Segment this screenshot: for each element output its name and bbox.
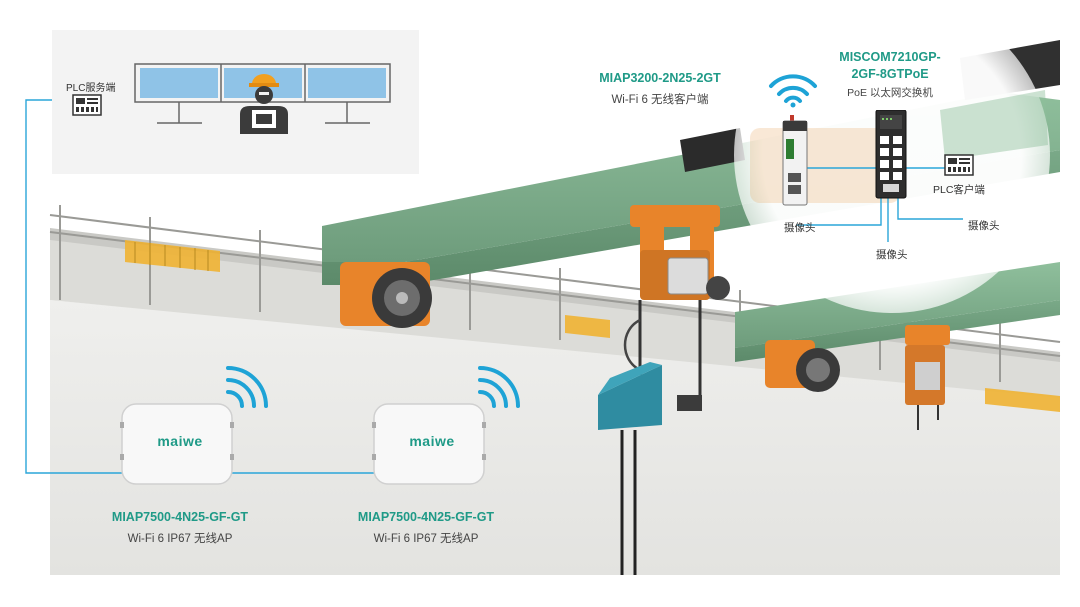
ap-left-wifi-icon	[226, 366, 268, 408]
camera-left-label: 摄像头	[784, 222, 816, 234]
ap-left-desc: Wi-Fi 6 IP67 无线AP	[127, 533, 233, 545]
operator-icon	[240, 74, 288, 134]
switch-model-line1: MISCOM7210GP-	[839, 50, 941, 64]
back-wall	[50, 300, 1060, 575]
ap-right-brand-logo: maiwe	[409, 433, 455, 449]
second-girder-side	[735, 300, 1060, 362]
yellow-fence-panels	[125, 240, 1060, 412]
control-room-panel: PLC服务端	[52, 30, 419, 174]
switch-desc: PoE 以太网交换机	[847, 87, 933, 99]
client-desc: Wi-Fi 6 无线客户端	[611, 94, 709, 106]
switch-model-line2: 2GF-8GTPoE	[851, 67, 929, 81]
operator-monitors	[134, 63, 391, 134]
ap-right-wifi-icon	[478, 366, 520, 408]
access-point-right-icon	[372, 403, 486, 485]
poe-switch-device-icon	[875, 110, 907, 199]
ap-left-brand-logo: maiwe	[157, 433, 203, 449]
camera-right-label: 摄像头	[968, 220, 1000, 232]
hoist-main	[623, 205, 730, 405]
spreader-box	[598, 365, 662, 430]
yellow-fence-bars	[134, 242, 209, 271]
wireless-client-device-icon	[782, 115, 808, 206]
ap-right-model: MIAP7500-4N25-GF-GT	[357, 510, 495, 524]
camera-bottom-label: 摄像头	[876, 249, 908, 261]
plc-client-label: PLC客户端	[933, 184, 985, 196]
plc-client-icon	[944, 154, 974, 176]
access-point-left-icon	[120, 403, 234, 485]
ap-right-desc: Wi-Fi 6 IP67 无线AP	[373, 533, 479, 545]
plc-server-label: PLC服务端	[66, 83, 116, 94]
girder-slot	[680, 128, 745, 172]
network-links	[25, 99, 963, 474]
ap-left-model: MIAP7500-4N25-GF-GT	[111, 510, 249, 524]
hanging-weight	[677, 395, 702, 411]
plc-server-icon	[72, 94, 102, 116]
client-model: MIAP3200-2N25-2GT	[599, 71, 721, 85]
client-wifi-icon	[769, 74, 817, 108]
hoist-second	[905, 325, 950, 430]
